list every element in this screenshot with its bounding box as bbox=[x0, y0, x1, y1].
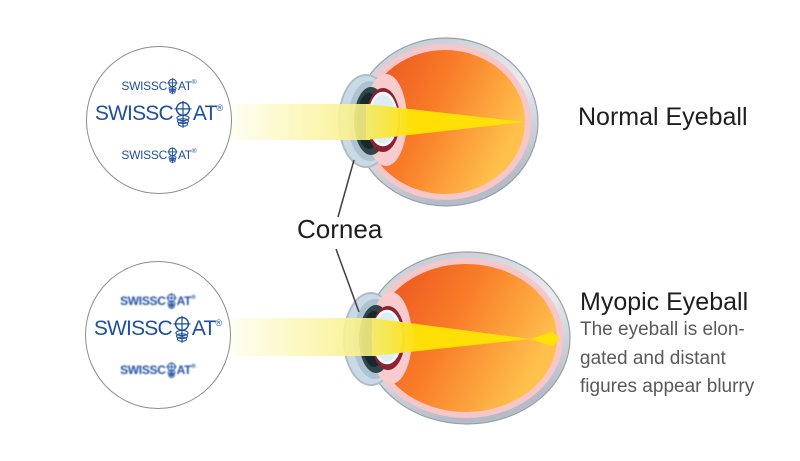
cornea-label: Cornea bbox=[297, 214, 383, 244]
logo-text-pre: SWISSC bbox=[120, 363, 166, 377]
normal-eyeball-title: Normal Eyeball bbox=[578, 103, 748, 131]
logo-text-pre: SWISSC bbox=[121, 79, 167, 93]
myopic-eyeball-illustration bbox=[228, 251, 571, 425]
swisscoat-logo-large: SWISSC AT® bbox=[87, 101, 231, 129]
incoming-light-beam bbox=[228, 104, 370, 140]
registered-mark: ® bbox=[191, 294, 196, 301]
registered-mark: ® bbox=[216, 103, 224, 113]
logo-text-post: AT bbox=[192, 102, 217, 125]
swisscoat-logo-small: SWISSC AT® bbox=[87, 147, 231, 164]
myopic-description-line: gated and distant bbox=[580, 347, 726, 369]
swisscoat-target-icon bbox=[166, 293, 177, 310]
myopic-description-line: The eyeball is elon- bbox=[580, 319, 745, 340]
focused-beam-on-retina bbox=[366, 104, 524, 140]
logo-text-pre: SWISSC bbox=[94, 102, 174, 125]
logo-text-post: AT bbox=[177, 79, 192, 93]
logo-text-post: AT bbox=[176, 294, 192, 308]
logo-text-pre: SWISSC bbox=[120, 294, 166, 308]
registered-mark: ® bbox=[191, 79, 197, 86]
swisscoat-logo-large: SWISSC AT® bbox=[86, 316, 230, 344]
normal-eyeball-illustration bbox=[228, 37, 539, 207]
logo-text-post: AT bbox=[191, 317, 216, 340]
logo-text-post: AT bbox=[176, 363, 192, 377]
defocused-spot-on-retina bbox=[530, 332, 560, 346]
swisscoat-logo-small-blurry: SWISSC AT® bbox=[86, 362, 230, 379]
swisscoat-target-icon bbox=[166, 362, 177, 379]
swisscoat-target-icon bbox=[173, 316, 191, 343]
registered-mark: ® bbox=[215, 318, 223, 328]
myopic-description-line: figures appear blurry bbox=[580, 376, 755, 397]
logo-text-pre: SWISSC bbox=[121, 148, 167, 162]
swisscoat-logo-small-blurry: SWISSC AT® bbox=[86, 293, 230, 310]
registered-mark: ® bbox=[191, 363, 196, 370]
logo-text-pre: SWISSC bbox=[93, 317, 173, 340]
swisscoat-target-icon bbox=[174, 101, 192, 128]
swisscoat-target-icon bbox=[167, 78, 178, 95]
incoming-light-beam bbox=[228, 318, 376, 356]
registered-mark: ® bbox=[191, 148, 197, 155]
myopic-description: The eyeball is elon- gated and distant f… bbox=[580, 316, 754, 402]
beam-converging-before-retina bbox=[372, 318, 530, 356]
swisscoat-logo-small: SWISSC AT® bbox=[87, 78, 231, 95]
logo-text-post: AT bbox=[177, 148, 192, 162]
myopic-eyeball-title: Myopic Eyeball bbox=[580, 288, 749, 316]
swisscoat-target-icon bbox=[167, 147, 178, 164]
